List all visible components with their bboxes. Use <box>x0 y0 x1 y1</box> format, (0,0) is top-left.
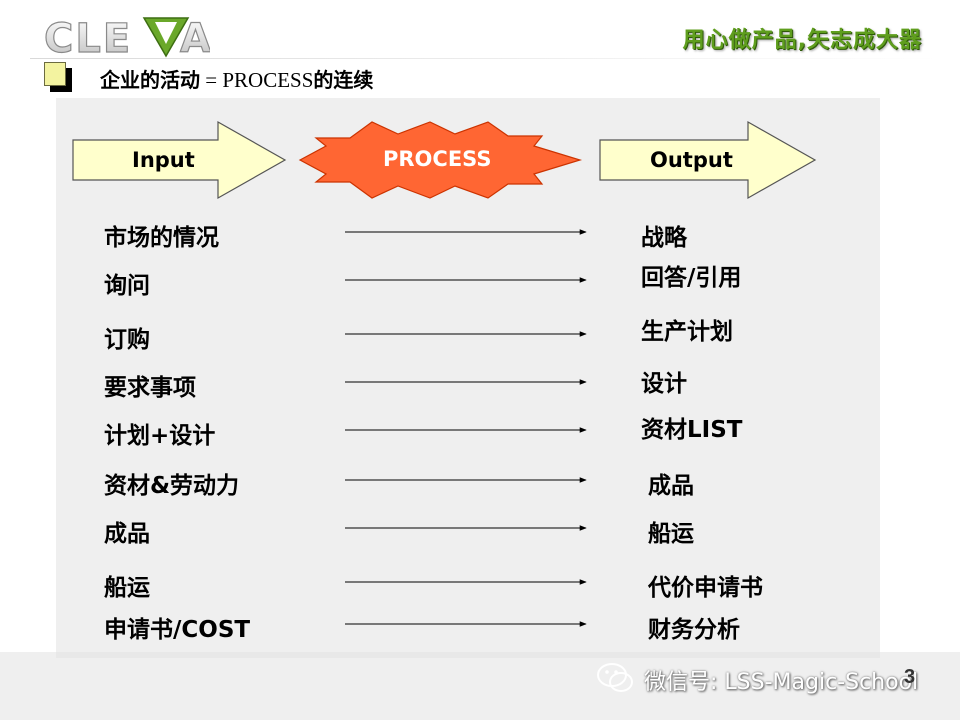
input-item: 询问 <box>104 273 150 299</box>
title-bullet-icon <box>44 62 74 94</box>
input-item: 市场的情况 <box>104 225 219 251</box>
input-arrow-icon <box>72 120 287 200</box>
header-divider <box>30 58 940 59</box>
output-item: 战略 <box>641 225 687 251</box>
input-item: 订购 <box>104 327 150 353</box>
output-item: 代价申请书 <box>648 575 763 601</box>
page-number: 3 <box>904 666 916 688</box>
input-item: 要求事项 <box>104 375 196 401</box>
output-label: Output <box>650 148 733 172</box>
slide-title: 企业的活动 = PROCESS的连续 <box>100 68 374 92</box>
output-item: 成品 <box>648 473 694 499</box>
output-item: 回答/引用 <box>641 265 742 291</box>
output-item: 生产计划 <box>641 319 733 345</box>
company-slogan: 用心做产品,矢志成大器 <box>682 28 922 53</box>
process-burst-icon <box>298 121 583 199</box>
wechat-icon <box>597 663 633 692</box>
output-item: 财务分析 <box>648 617 740 643</box>
input-item: 申请书/COST <box>104 617 251 643</box>
input-item: 船运 <box>104 575 150 601</box>
input-item: 成品 <box>104 521 150 547</box>
cleva-logo: CLE A <box>43 15 210 60</box>
input-item: 计划+设计 <box>104 423 216 449</box>
process-label: PROCESS <box>383 147 492 171</box>
svg-text:A: A <box>180 16 210 60</box>
input-item: 资材&劳动力 <box>104 473 240 499</box>
input-label: Input <box>132 148 195 172</box>
wechat-watermark: 微信号: LSS-Magic-School <box>644 670 919 695</box>
output-arrow-icon <box>599 120 817 200</box>
svg-text:CLE: CLE <box>44 16 132 60</box>
output-item: 船运 <box>648 521 694 547</box>
output-item: 资材LIST <box>641 417 743 443</box>
output-item: 设计 <box>641 371 687 397</box>
footer-bar <box>0 652 960 720</box>
